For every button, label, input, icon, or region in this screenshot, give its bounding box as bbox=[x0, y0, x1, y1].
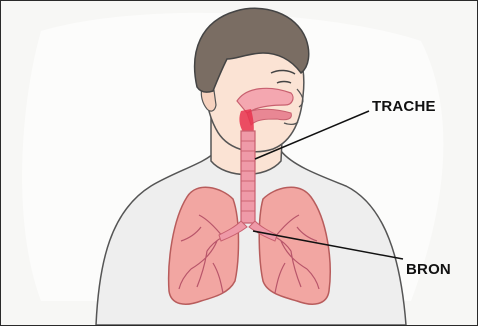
trachea-label: TRACHE bbox=[372, 98, 436, 115]
bronchi-label: BRON bbox=[406, 261, 451, 278]
trachea bbox=[241, 131, 255, 223]
